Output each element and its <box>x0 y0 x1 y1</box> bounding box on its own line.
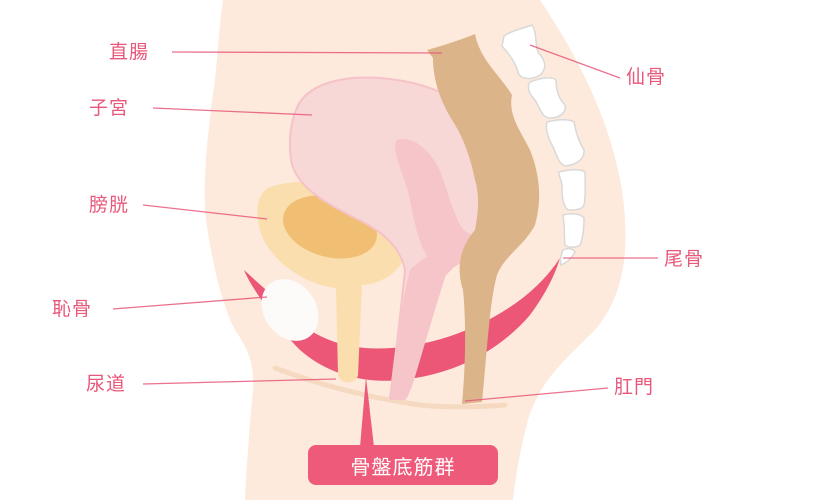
label-coccyx: 尾骨 <box>664 248 705 270</box>
uterine-cavity <box>395 138 488 272</box>
leader-bladder <box>142 204 268 220</box>
rectum <box>427 34 540 404</box>
pubic-bone <box>261 279 319 341</box>
label-bladder: 膀胱 <box>89 194 130 216</box>
vagina <box>390 248 455 400</box>
leader-sacrum <box>529 44 621 79</box>
leader-uterus <box>152 107 313 116</box>
label-uterus: 子宮 <box>89 97 130 119</box>
perineum-line <box>272 365 508 410</box>
label-urethra: 尿道 <box>86 373 127 395</box>
leader-urethra <box>142 378 337 385</box>
leader-lines <box>112 44 658 402</box>
label-rectum: 直腸 <box>109 41 150 63</box>
label-anus: 肛門 <box>614 376 655 398</box>
leader-anus <box>464 387 609 402</box>
callout-pointer <box>360 377 374 447</box>
label-sacrum: 仙骨 <box>626 66 667 88</box>
leader-pubic-bone <box>112 296 268 310</box>
sacrum-vertebrae <box>501 24 586 267</box>
pelvic-floor-callout: 骨盤底筋群 <box>308 445 498 485</box>
leader-rectum <box>171 51 443 54</box>
label-pubic-bone: 恥骨 <box>52 298 93 320</box>
